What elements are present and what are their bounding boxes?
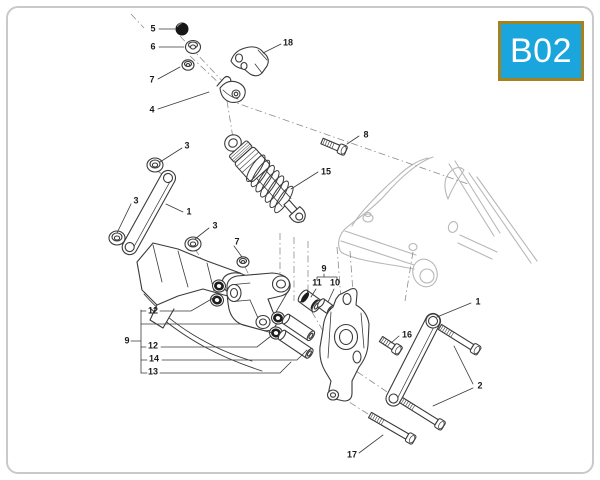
nut-6 (184, 39, 202, 55)
bolt-8 (320, 137, 348, 156)
frame-ghost-outline (338, 156, 538, 288)
diagram-code-label: B02 (510, 32, 572, 70)
part-callout: 14 (148, 353, 160, 364)
part-callout: 4 (149, 104, 155, 115)
part-callout: 16 (401, 329, 413, 340)
bolt-17 (367, 411, 417, 445)
pin-14 (281, 313, 316, 342)
nut-7a (181, 59, 195, 71)
part-callout: 15 (320, 166, 332, 177)
cap-5 (175, 22, 189, 36)
suspension-arm-right (385, 312, 442, 407)
nut-3b (108, 230, 126, 246)
part-callout: 1 (186, 206, 192, 217)
bracket-18 (230, 46, 269, 77)
bushing (270, 311, 286, 325)
nut-3a (146, 157, 164, 173)
part-callout: 1 (475, 296, 481, 307)
part-callout: 11 (312, 277, 322, 288)
bushing (211, 279, 227, 293)
bolt-2a (437, 323, 482, 356)
part-callout: 9 (321, 263, 327, 274)
part-callout: 13 (147, 366, 159, 377)
part-callout: 5 (150, 23, 156, 34)
nut-3c (184, 236, 202, 252)
bolt-16 (378, 335, 403, 356)
part-callout: 7 (149, 74, 155, 85)
part-callout: 3 (184, 140, 190, 151)
part-callout: 2 (477, 380, 483, 391)
part-callout: 6 (150, 41, 156, 52)
part-callout: 3 (212, 220, 218, 231)
part-callout: 18 (282, 37, 294, 48)
part-callout: 10 (329, 277, 341, 288)
suspension-arm-left (121, 169, 177, 256)
part-callout: 7 (234, 236, 240, 247)
shock-absorber (224, 134, 306, 224)
part-callout: 9 (124, 335, 130, 346)
bolt-2b (398, 396, 446, 431)
callout-leader-lines (116, 28, 474, 454)
part-callout: 3 (133, 195, 139, 206)
pin-13 (277, 329, 314, 359)
part-callout: 12 (147, 305, 159, 316)
part-callout: 8 (363, 129, 369, 140)
part-callout: 17 (346, 449, 358, 460)
part-callout: 12 (147, 340, 159, 351)
suspension-knuckle (319, 288, 370, 402)
diagram-code-badge: B02 (498, 21, 584, 81)
clevis-4 (216, 75, 246, 103)
nut-7b (236, 256, 250, 268)
